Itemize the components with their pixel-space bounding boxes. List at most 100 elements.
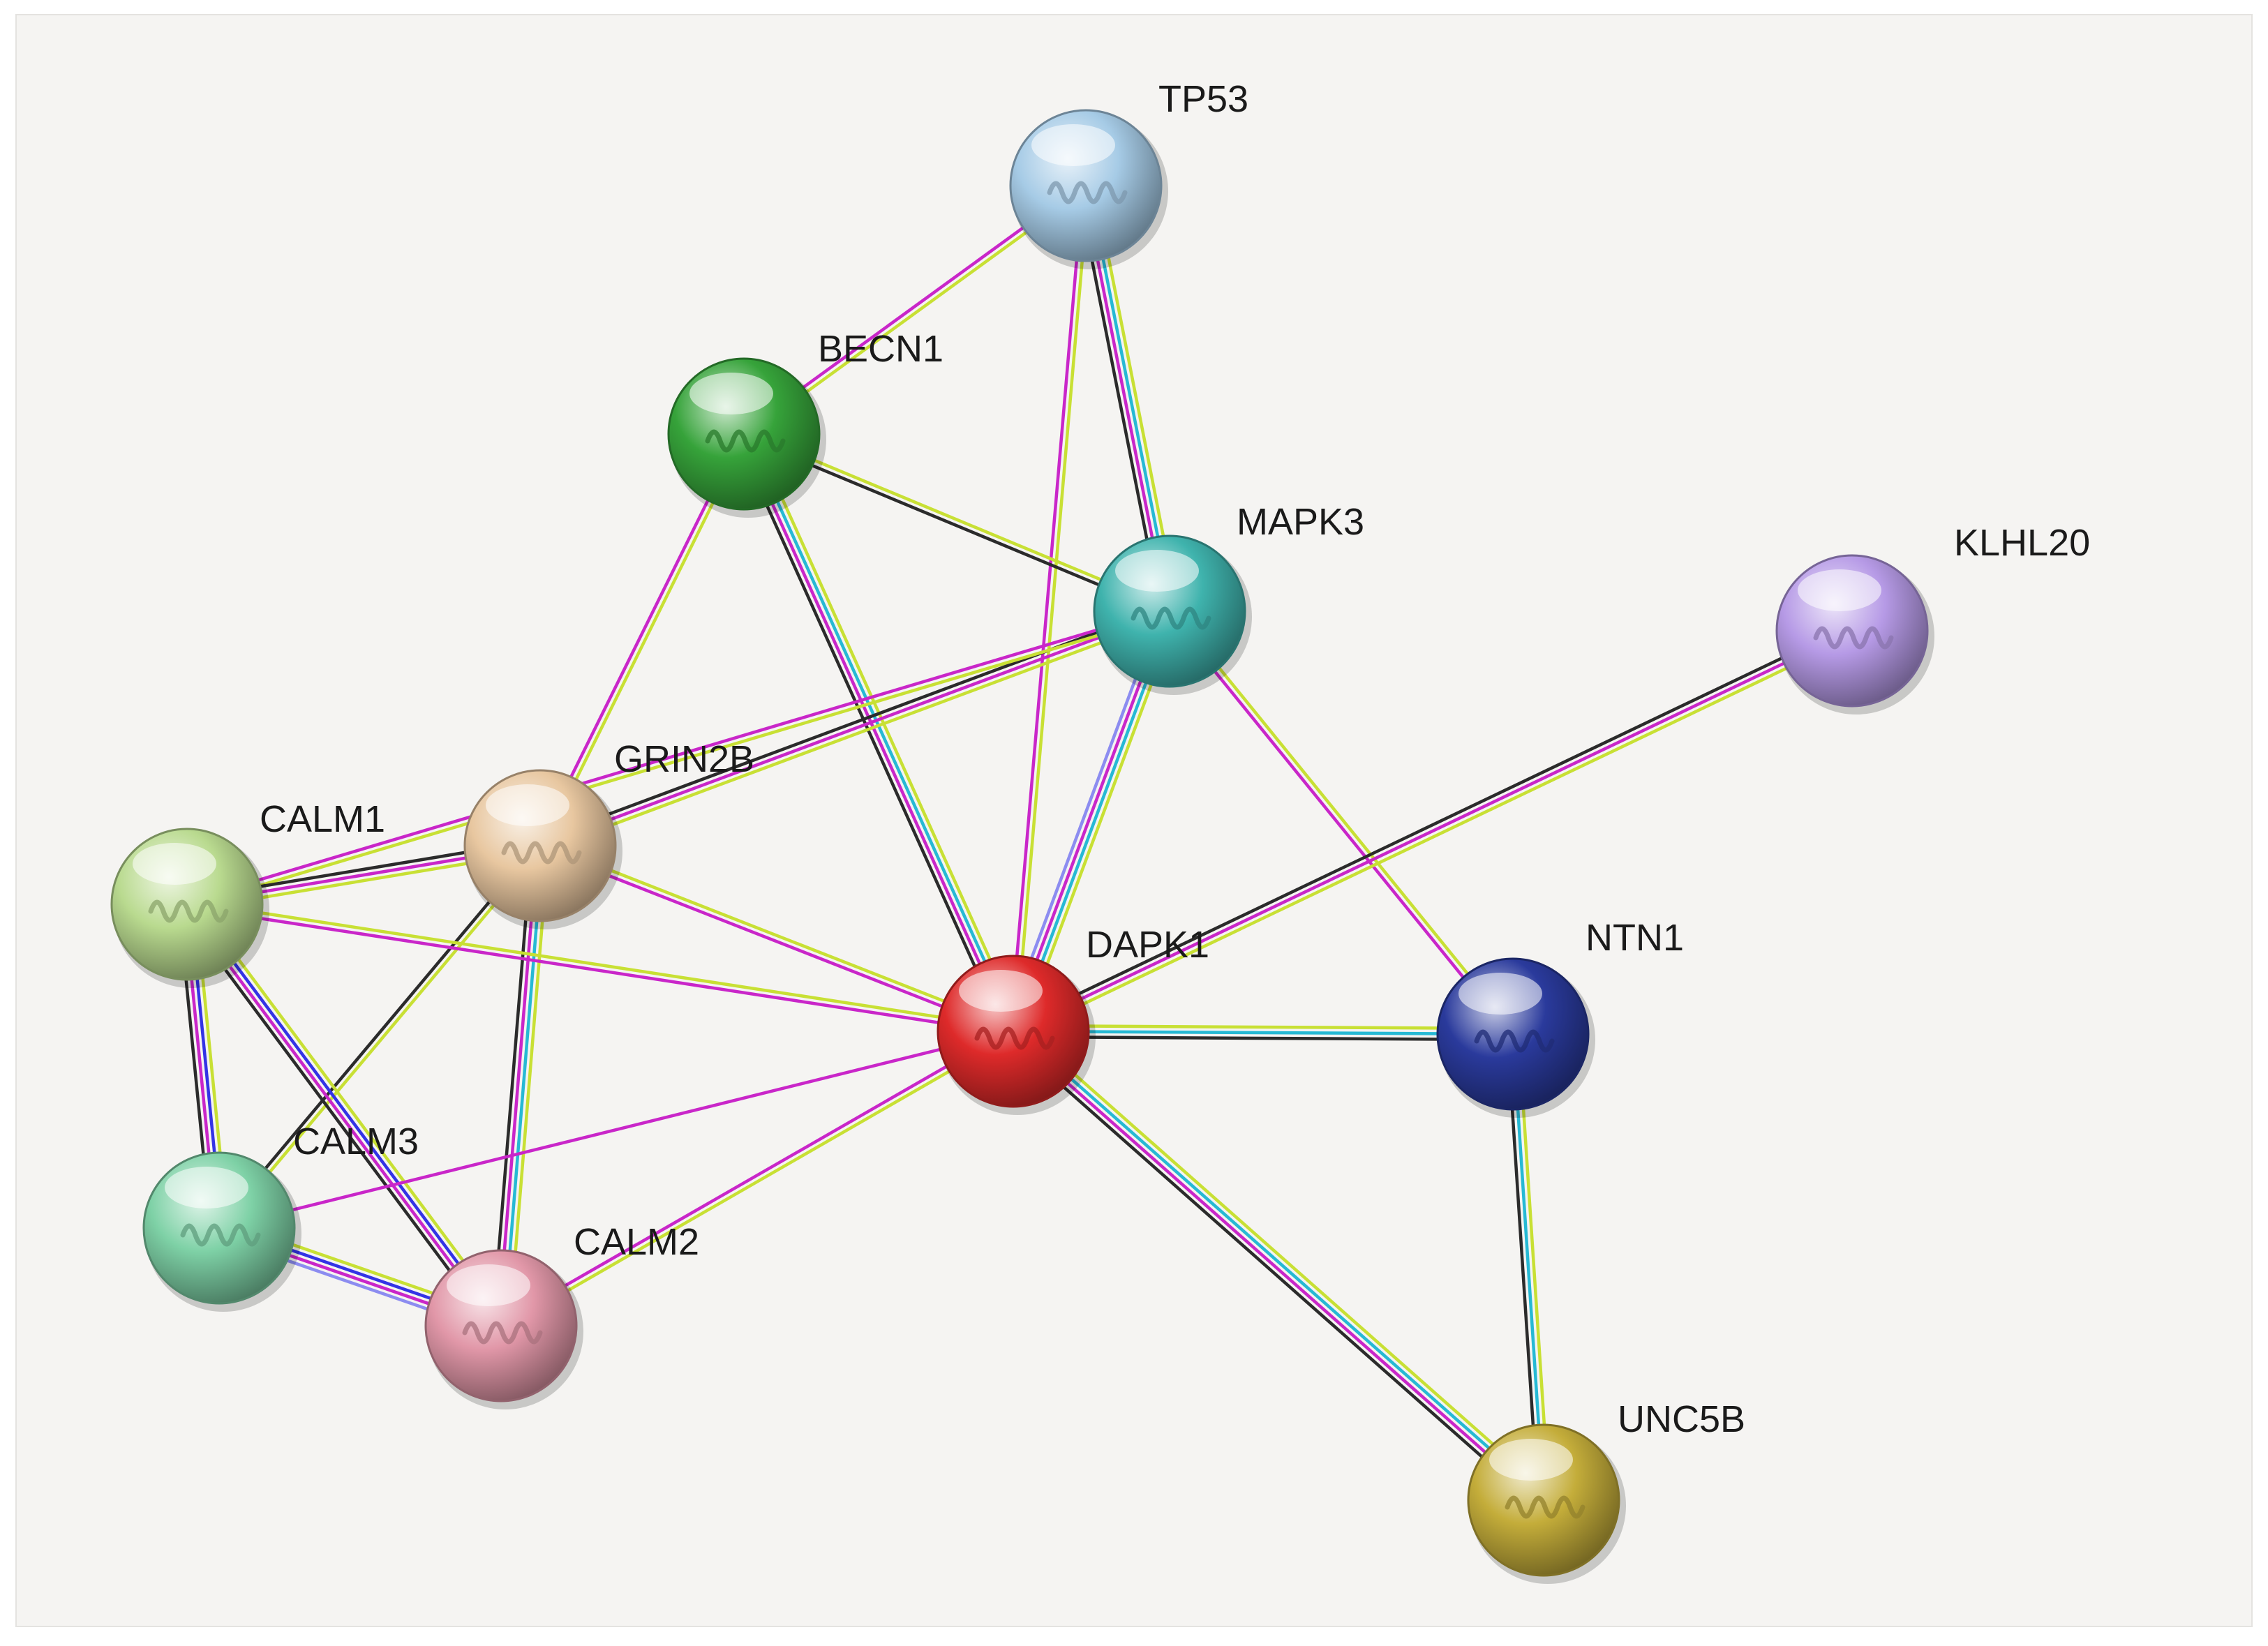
- node-ntn1[interactable]: [1436, 957, 1595, 1118]
- node-becn1[interactable]: [667, 357, 826, 518]
- node-highlight: [959, 970, 1043, 1012]
- edge-line-coexpression: [1505, 1033, 1540, 1502]
- edge-line-textmining: [539, 841, 1016, 1031]
- edge-line-databases: [1011, 1029, 1515, 1036]
- edge-line-experiments: [217, 1029, 1015, 1230]
- edge-dapk1-calm3: [217, 1029, 1015, 1230]
- edge-line-experiments: [536, 431, 743, 846]
- edge-line-homology: [187, 901, 505, 1326]
- edge-line-textmining: [192, 897, 509, 1323]
- edge-line-coexpression: [734, 435, 1008, 1037]
- edge-line-experiments: [183, 904, 501, 1329]
- node-label-unc5b: UNC5B: [1618, 1398, 1745, 1440]
- node-label-calm3: CALM3: [293, 1121, 419, 1162]
- node-dapk1[interactable]: [937, 955, 1096, 1115]
- edge-line-experiments: [496, 844, 539, 1327]
- edge-line-coexpression: [1009, 624, 1851, 1028]
- protein-structure-icon: [501, 841, 582, 865]
- edge-line-textmining: [749, 428, 1023, 1030]
- nodes-layer: [110, 109, 1934, 1584]
- edge-line-experiments: [538, 609, 1172, 848]
- edge-line-databases: [1013, 1027, 1547, 1500]
- edge-line-textmining: [540, 615, 1174, 853]
- node-grin2b[interactable]: [463, 769, 622, 929]
- protein-structure-icon: [148, 899, 229, 923]
- edge-line-databases: [745, 431, 1017, 1032]
- node-highlight: [1115, 550, 1199, 592]
- edge-line-experiments: [1010, 1031, 1544, 1504]
- edge-becn1-dapk1: [734, 428, 1023, 1037]
- node-highlight: [1458, 973, 1542, 1015]
- node-label-becn1: BECN1: [818, 328, 943, 370]
- node-unc5b[interactable]: [1467, 1423, 1626, 1584]
- edge-line-textmining: [743, 430, 1172, 611]
- edge-line-coexpression: [179, 907, 496, 1333]
- edge-line-textmining: [186, 612, 1172, 909]
- protein-structure-icon: [974, 1026, 1055, 1050]
- edge-grin2b-calm2: [491, 843, 551, 1329]
- edge-mapk3-ntn1: [1165, 608, 1517, 1038]
- edge-line-coexpression: [1011, 1035, 1515, 1042]
- edge-line-experiments: [537, 846, 1014, 1035]
- edge-klhl20-dapk1: [1009, 624, 1856, 1038]
- edge-line-experiments: [184, 606, 1171, 904]
- edge-tp53-dapk1: [1008, 184, 1091, 1033]
- edge-line-databases: [1511, 1032, 1546, 1502]
- edge-becn1-mapk3: [741, 430, 1172, 615]
- edge-dapk1-ntn1: [1011, 1024, 1515, 1042]
- edge-calm1-calm2: [179, 897, 509, 1333]
- edge-line-textmining: [1014, 634, 1856, 1038]
- edge-dapk1-calm2: [498, 1027, 1017, 1330]
- node-calm2[interactable]: [424, 1249, 583, 1409]
- protein-structure-icon: [1505, 1495, 1586, 1519]
- edge-line-textmining: [541, 433, 748, 849]
- node-label-grin2b: GRIN2B: [614, 738, 754, 780]
- edge-line-experiments: [1008, 184, 1085, 1033]
- edge-line-textmining: [507, 844, 551, 1329]
- node-highlight: [1489, 1439, 1573, 1481]
- node-mapk3[interactable]: [1093, 534, 1252, 695]
- protein-structure-icon: [1131, 606, 1211, 630]
- edge-line-textmining: [186, 899, 1015, 1031]
- protein-structure-icon: [1047, 181, 1128, 204]
- edge-line-coexpression: [215, 842, 540, 1228]
- node-label-calm2: CALM2: [574, 1221, 699, 1263]
- node-calm3[interactable]: [142, 1151, 301, 1312]
- node-label-calm1: CALM1: [260, 798, 385, 840]
- edge-line-textmining: [1017, 1023, 1551, 1496]
- edge-line-databases: [502, 844, 545, 1328]
- edge-line-textmining: [1011, 1024, 1515, 1031]
- edge-line-coexpression: [1006, 1035, 1540, 1509]
- edge-line-textmining: [1170, 608, 1517, 1034]
- edge-line-coexpression: [741, 435, 1170, 615]
- edge-line-textmining: [1014, 184, 1091, 1033]
- labels-layer: TP53 BECN1 MAPK3 KLHL20 GRIN2B CALM1 DAP…: [260, 78, 2090, 1440]
- edge-line-coexpression: [491, 843, 534, 1327]
- edge-becn1-grin2b: [536, 431, 748, 849]
- node-label-mapk3: MAPK3: [1237, 501, 1364, 543]
- edge-dapk1-unc5b: [1006, 1023, 1551, 1509]
- edge-line-coexpression: [536, 604, 1170, 842]
- protein-structure-icon: [462, 1321, 543, 1345]
- edge-grin2b-calm3: [215, 842, 544, 1232]
- edge-line-textmining: [219, 846, 544, 1232]
- edge-mapk3-calm1: [184, 606, 1172, 909]
- edge-calm1-dapk1: [185, 899, 1015, 1036]
- node-klhl20[interactable]: [1775, 554, 1934, 714]
- edge-line-experiments: [1011, 629, 1854, 1033]
- edge-line-textmining: [1516, 1032, 1551, 1502]
- node-tp53[interactable]: [1009, 109, 1168, 269]
- node-highlight: [689, 373, 773, 414]
- node-label-tp53: TP53: [1158, 78, 1248, 120]
- node-label-klhl20: KLHL20: [1954, 522, 2090, 564]
- protein-structure-icon: [1813, 626, 1894, 650]
- protein-structure-icon: [1474, 1029, 1555, 1053]
- protein-structure-icon: [705, 429, 786, 453]
- node-label-ntn1: NTN1: [1586, 917, 1684, 959]
- edge-line-experiments: [498, 1027, 1014, 1325]
- node-highlight: [165, 1167, 248, 1209]
- node-highlight: [1798, 569, 1881, 611]
- edge-line-textmining: [500, 1032, 1017, 1330]
- node-calm1[interactable]: [110, 828, 269, 988]
